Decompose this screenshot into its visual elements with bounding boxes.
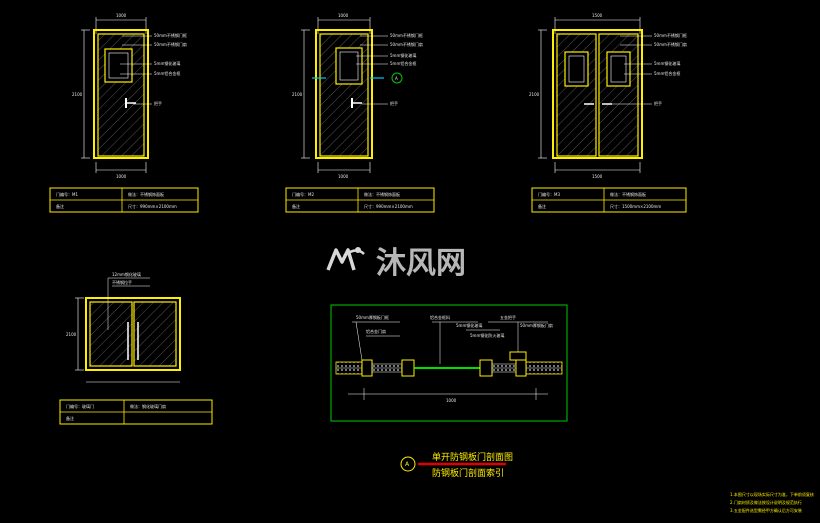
door-elevation-3: 1500 1500 2100 50mm不锈钢门框 50mm不锈钢门扇 5mm钢化… <box>529 13 687 213</box>
svg-text:尺寸：1500mm×2100mm: 尺寸：1500mm×2100mm <box>610 203 661 209</box>
svg-text:备注: 备注 <box>66 415 74 421</box>
section-marker-icon <box>391 72 403 84</box>
svg-text:5mm钢化玻璃: 5mm钢化玻璃 <box>654 60 680 66</box>
section-detail: 50mm厚钢板门框 铝合金门扇 铝合金框料 5mm钢化玻璃 五金把手 50mm厚… <box>330 304 568 422</box>
svg-text:2.门扇材质及做法按设计说明及规范执行: 2.门扇材质及做法按设计说明及规范执行 <box>730 499 802 505</box>
svg-text:50mm厚钢板门框: 50mm厚钢板门框 <box>356 314 389 320</box>
caption-subtitle: 防钢板门剖面索引 <box>432 467 504 479</box>
svg-text:1.本图尺寸以现场实际尺寸为准，下单前须复核: 1.本图尺寸以现场实际尺寸为准，下单前须复核 <box>730 491 814 497</box>
svg-text:尺寸：990mm×2100mm: 尺寸：990mm×2100mm <box>128 203 177 209</box>
svg-text:5mm钢化玻璃: 5mm钢化玻璃 <box>456 322 482 328</box>
watermark-text: 沐风网 <box>376 246 466 281</box>
detail-marker-icon <box>400 456 416 472</box>
dim-left: 2100 <box>72 92 83 97</box>
svg-text:铝合金框料: 铝合金框料 <box>430 314 450 320</box>
dim-top: 1000 <box>116 13 127 18</box>
svg-text:铝合金门扇: 铝合金门扇 <box>366 328 386 334</box>
drawing-caption: A 单开防钢板门剖面图 防钢板门剖面索引 <box>400 451 513 479</box>
svg-text:备注: 备注 <box>292 203 300 209</box>
svg-text:2100: 2100 <box>292 92 303 97</box>
svg-text:5mm铝合金框: 5mm铝合金框 <box>654 70 680 76</box>
svg-text:50mm不锈钢门扇: 50mm不锈钢门扇 <box>390 41 423 47</box>
svg-text:门编号：玻璃门: 门编号：玻璃门 <box>66 403 94 409</box>
svg-text:做法：不锈钢饰面板: 做法：不锈钢饰面板 <box>364 191 400 197</box>
svg-text:备注: 备注 <box>56 203 64 209</box>
caption-title: 单开防钢板门剖面图 <box>432 451 513 463</box>
svg-text:1500: 1500 <box>592 174 603 179</box>
svg-text:50mm厚钢板门扇: 50mm厚钢板门扇 <box>520 322 553 328</box>
note-2: 50mm不锈钢门扇 <box>154 41 187 47</box>
svg-text:50mm不锈钢门框: 50mm不锈钢门框 <box>390 32 423 38</box>
svg-text:1000: 1000 <box>446 398 457 403</box>
svg-text:1000: 1000 <box>338 13 349 18</box>
door-schedule-table-2: 门编号：M2 做法：不锈钢饰面板 备注 尺寸：990mm×2100mm <box>285 187 435 213</box>
svg-text:把手: 把手 <box>654 100 662 106</box>
door-elevation-4: 2100 12mm钢化玻璃 不锈钢拉手 门编号：玻璃门 做法：钢化玻璃门扇 备注 <box>59 271 213 425</box>
svg-text:2100: 2100 <box>66 332 77 337</box>
svg-text:1500: 1500 <box>592 13 603 18</box>
note-5: 把手 <box>154 100 162 106</box>
svg-text:五金把手: 五金把手 <box>500 314 516 320</box>
note-3: 5mm钢化玻璃 <box>154 60 180 66</box>
footnotes: 1.本图尺寸以现场实际尺寸为准，下单前须复核 2.门扇材质及做法按设计说明及规范… <box>730 491 814 513</box>
svg-text:5mm铝合金框: 5mm铝合金框 <box>390 60 416 66</box>
svg-text:门编号：M2: 门编号：M2 <box>292 191 314 197</box>
svg-text:1000: 1000 <box>338 174 349 179</box>
svg-text:门编号：M1: 门编号：M1 <box>56 191 78 197</box>
svg-text:尺寸：990mm×2100mm: 尺寸：990mm×2100mm <box>364 203 413 209</box>
note-1: 50mm不锈钢门框 <box>154 32 187 38</box>
door-schedule-table-4: 门编号：玻璃门 做法：钢化玻璃门扇 备注 <box>59 399 213 425</box>
svg-text:50mm不锈钢门框: 50mm不锈钢门框 <box>654 32 687 38</box>
door-elevation-1: 1000 1000 2100 50mm不锈钢门框 50mm不锈钢门扇 5mm钢化… <box>49 13 199 213</box>
svg-text:3.五金配件选型需经甲方确认后方可安装: 3.五金配件选型需经甲方确认后方可安装 <box>730 507 802 513</box>
dim-bottom: 1000 <box>116 174 127 179</box>
svg-text:5mm钢化防火玻璃: 5mm钢化防火玻璃 <box>470 332 504 338</box>
watermark: 沐风网 <box>326 246 466 281</box>
mufeng-logo-icon <box>326 247 365 271</box>
svg-text:备注: 备注 <box>538 203 546 209</box>
note-4: 5mm铝合金框 <box>154 70 180 76</box>
door-elevation-2: 1000 1000 2100 A 50mm不锈钢门框 50mm不锈钢门扇 5mm… <box>285 13 435 213</box>
svg-text:把手: 把手 <box>390 100 398 106</box>
svg-text:5mm钢化玻璃: 5mm钢化玻璃 <box>390 52 416 58</box>
door-schedule-table-1: 门编号：M1 做法：不锈钢饰面板 备注 尺寸：990mm×2100mm <box>49 187 199 213</box>
door-schedule-table-3: 门编号：M3 做法：不锈钢饰面板 备注 尺寸：1500mm×2100mm <box>531 187 687 213</box>
svg-text:做法：不锈钢饰面板: 做法：不锈钢饰面板 <box>610 191 646 197</box>
svg-text:A: A <box>395 76 398 81</box>
svg-text:门编号：M3: 门编号：M3 <box>538 191 560 197</box>
svg-text:做法：不锈钢饰面板: 做法：不锈钢饰面板 <box>128 191 164 197</box>
svg-text:12mm钢化玻璃: 12mm钢化玻璃 <box>112 271 141 277</box>
svg-text:不锈钢拉手: 不锈钢拉手 <box>112 279 132 285</box>
svg-text:50mm不锈钢门扇: 50mm不锈钢门扇 <box>654 41 687 47</box>
svg-text:A: A <box>405 461 410 468</box>
svg-text:做法：钢化玻璃门扇: 做法：钢化玻璃门扇 <box>130 403 166 409</box>
svg-text:2100: 2100 <box>529 92 540 97</box>
